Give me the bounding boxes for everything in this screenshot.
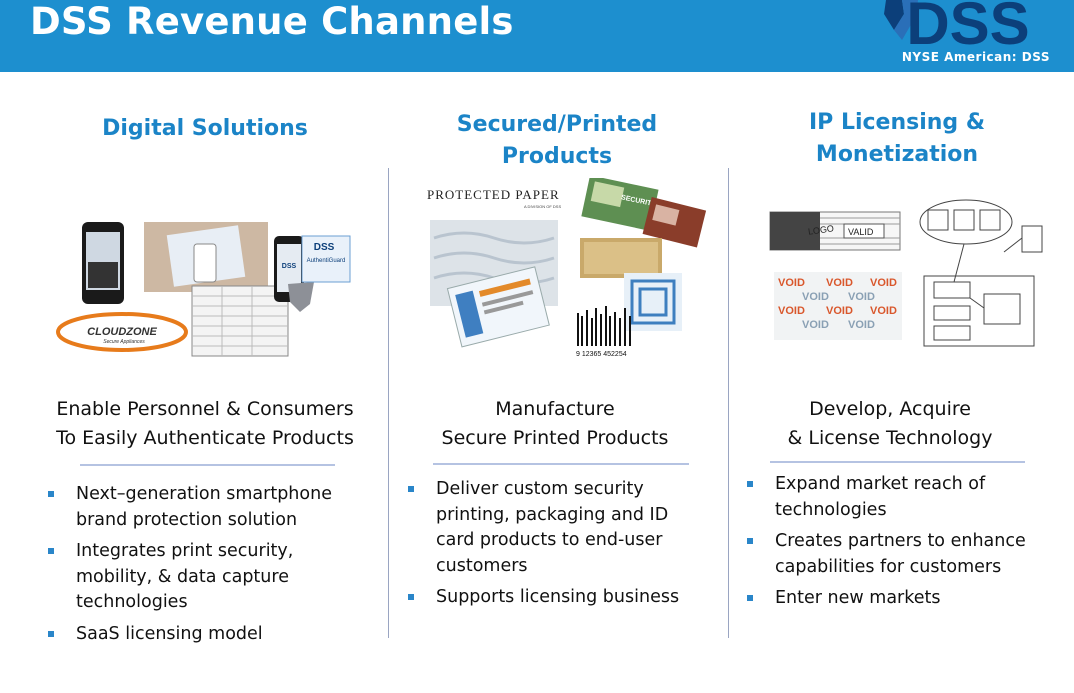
column-title: Secured/Printed Products (456, 112, 658, 169)
patent-logo-label: LOGO (807, 223, 834, 237)
card-dss-label: DSS (314, 242, 335, 253)
bullet-square-icon (747, 595, 753, 601)
dss-shield-icon: DSS (884, 0, 1030, 57)
barcode-digits: 9 12365 452254 (576, 351, 627, 358)
bullet-square-icon (48, 548, 54, 554)
void-text: VOID (848, 291, 875, 303)
column-title: Digital Solutions (102, 116, 308, 141)
column-divider-1 (388, 168, 389, 638)
page-title: DSS Revenue Channels (30, 0, 514, 43)
secured-printed-image: PROTECTED PAPER A DIVISION OF DSS SECURI… (424, 175, 710, 358)
void-text: VOID (826, 305, 853, 317)
column-lead: Develop, Acquire & License Technology (787, 398, 993, 449)
column-bullets: Deliver custom security printing, packag… (405, 477, 715, 617)
bullet-item: Integrates print security, mobility, & d… (45, 539, 375, 616)
ip-licensing-image: LOGO VALID VOID VOID VOID VOID VOID VOID… (764, 198, 1054, 348)
void-text: VOID (802, 291, 829, 303)
column-rule (770, 461, 1025, 463)
column-divider-2 (728, 168, 729, 638)
column-title: IP Licensing & Monetization (808, 110, 986, 167)
bullet-item: SaaS licensing model (45, 622, 375, 648)
logo-wordmark: DSS (906, 0, 1029, 52)
cloudzone-sub-label: Secure Appliances (103, 339, 145, 345)
void-text: VOID (778, 305, 805, 317)
bullet-item: Next–generation smartphone brand protect… (45, 482, 375, 533)
division-label: A DIVISION OF DSS (524, 204, 561, 209)
header-banner: DSS Revenue Channels DSS NYSE American: … (0, 0, 1074, 72)
void-text: VOID (848, 319, 875, 331)
phone-dss-label: DSS (282, 263, 297, 270)
void-text: VOID (778, 277, 805, 289)
bullet-item: Supports licensing business (405, 585, 715, 611)
protected-paper-label: PROTECTED PAPER (427, 187, 560, 202)
bullet-square-icon (48, 630, 54, 637)
void-text: VOID (802, 319, 829, 331)
patent-valid-label: VALID (848, 227, 874, 237)
bullet-square-icon (408, 486, 414, 492)
column-bullets: Expand market reach of technologies Crea… (744, 472, 1064, 618)
bullet-square-icon (48, 491, 54, 497)
bullet-square-icon (747, 481, 753, 487)
void-text: VOID (826, 277, 853, 289)
logo-tagline: NYSE American: DSS (901, 50, 1050, 64)
authentiguard-label: AuthentiGuard (307, 258, 346, 264)
bullet-item: Deliver custom security printing, packag… (405, 477, 715, 579)
bullet-item: Creates partners to enhance capabilities… (744, 529, 1064, 580)
column-lead: Enable Personnel & Consumers To Easily A… (56, 398, 354, 449)
column-rule (80, 464, 335, 466)
digital-solutions-image: DSS DSS AuthentiGuard CLOUDZONE Secure A… (52, 218, 352, 363)
column-lead: Manufacture Secure Printed Products (441, 398, 669, 449)
bullet-item: Expand market reach of technologies (744, 472, 1064, 523)
void-text: VOID (870, 305, 897, 317)
bullet-item: Enter new markets (744, 586, 1064, 612)
void-text: VOID (870, 277, 897, 289)
bullet-square-icon (408, 594, 414, 600)
column-rule (433, 463, 689, 465)
column-bullets: Next–generation smartphone brand protect… (45, 482, 375, 653)
cloudzone-label: CLOUDZONE (87, 326, 157, 338)
bullet-square-icon (747, 538, 753, 544)
dss-logo: DSS NYSE American: DSS (864, 0, 1064, 72)
